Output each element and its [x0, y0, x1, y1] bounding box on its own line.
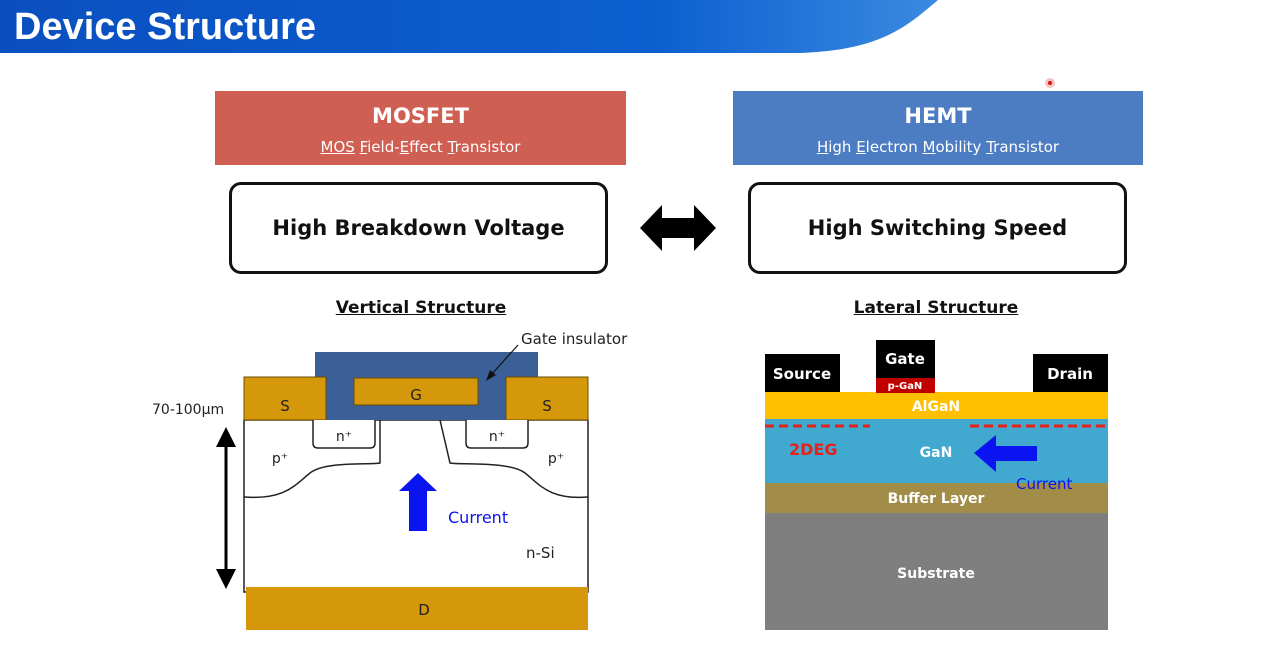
- drain-label: Drain: [1047, 365, 1093, 383]
- current-arrow-icon: [974, 435, 1037, 472]
- substrate-layer: [765, 513, 1108, 630]
- gate-electrode: [876, 340, 935, 378]
- p-well-right: [439, 419, 589, 499]
- buffer-layer: [765, 483, 1108, 513]
- mosfet-title: MOSFET: [372, 104, 469, 128]
- drain-label: D: [418, 601, 430, 619]
- drain-metal: [246, 587, 588, 630]
- twodeg-label: 2DEG: [789, 440, 837, 459]
- source-right-label: S: [542, 397, 552, 415]
- gan-label: GaN: [920, 445, 953, 461]
- current-label: Current: [1016, 475, 1072, 493]
- vertical-structure-label: Vertical Structure: [335, 298, 507, 318]
- gate-insulator-label: Gate insulator: [521, 330, 628, 348]
- drain-electrode: [1033, 354, 1108, 392]
- gan-layer: [765, 419, 1108, 483]
- gate-label: G: [410, 386, 422, 404]
- hemt-header: HEMT High Electron Mobility Transistor: [733, 91, 1143, 165]
- pgan-label: p-GaN: [888, 381, 923, 392]
- double-arrow-icon: [640, 205, 716, 251]
- p-well-left: [243, 420, 381, 499]
- hemt-full-name: High Electron Mobility Transistor: [816, 138, 1060, 156]
- hemt-title: HEMT: [904, 104, 972, 128]
- source-electrode: [765, 354, 840, 392]
- pplus-right-label: p⁺: [548, 451, 564, 467]
- algan-layer: [765, 392, 1108, 419]
- page-title: Device Structure: [14, 6, 317, 48]
- nplus-left-label: n⁺: [336, 429, 352, 445]
- mosfet-full-name: MOS Field-Effect Transistor: [320, 138, 521, 156]
- source-right-metal: [505, 376, 589, 421]
- hemt-lateral-diagram: Source Gate p-GaN Drain AlGaN 2DEG GaN C…: [765, 340, 1108, 630]
- substrate-label: Substrate: [897, 566, 975, 582]
- pplus-left-label: p⁺: [272, 451, 288, 467]
- algan-label: AlGaN: [912, 399, 960, 415]
- current-label: Current: [448, 508, 508, 527]
- gate-metal: [353, 377, 479, 406]
- source-label: Source: [773, 365, 831, 383]
- thickness-label: 70-100μm: [152, 402, 224, 418]
- mosfet-header: MOSFET MOS Field-Effect Transistor: [215, 91, 626, 165]
- laser-pointer-icon: [1045, 78, 1055, 88]
- source-left-label: S: [280, 397, 290, 415]
- lateral-structure-label: Lateral Structure: [853, 298, 1019, 318]
- nplus-right-label: n⁺: [489, 429, 505, 445]
- title-banner: [0, 0, 938, 53]
- gate-insulator-pointer: [490, 344, 519, 376]
- nplus-left-region: [312, 420, 376, 449]
- current-arrow-icon: [399, 473, 437, 531]
- feature-box-switching-speed: High Switching Speed: [748, 182, 1127, 274]
- pgan-layer: [876, 378, 935, 393]
- gate-label: Gate: [885, 350, 925, 368]
- buffer-label: Buffer Layer: [888, 491, 985, 507]
- n-si-label: n-Si: [526, 544, 555, 562]
- nplus-right-region: [465, 420, 529, 449]
- source-left-metal: [243, 376, 327, 421]
- mosfet-vertical-diagram: Gate insulator G S S n⁺ n⁺ p⁺ p⁺ 70-100μ…: [152, 330, 628, 630]
- feature-box-breakdown-voltage: High Breakdown Voltage: [229, 182, 608, 274]
